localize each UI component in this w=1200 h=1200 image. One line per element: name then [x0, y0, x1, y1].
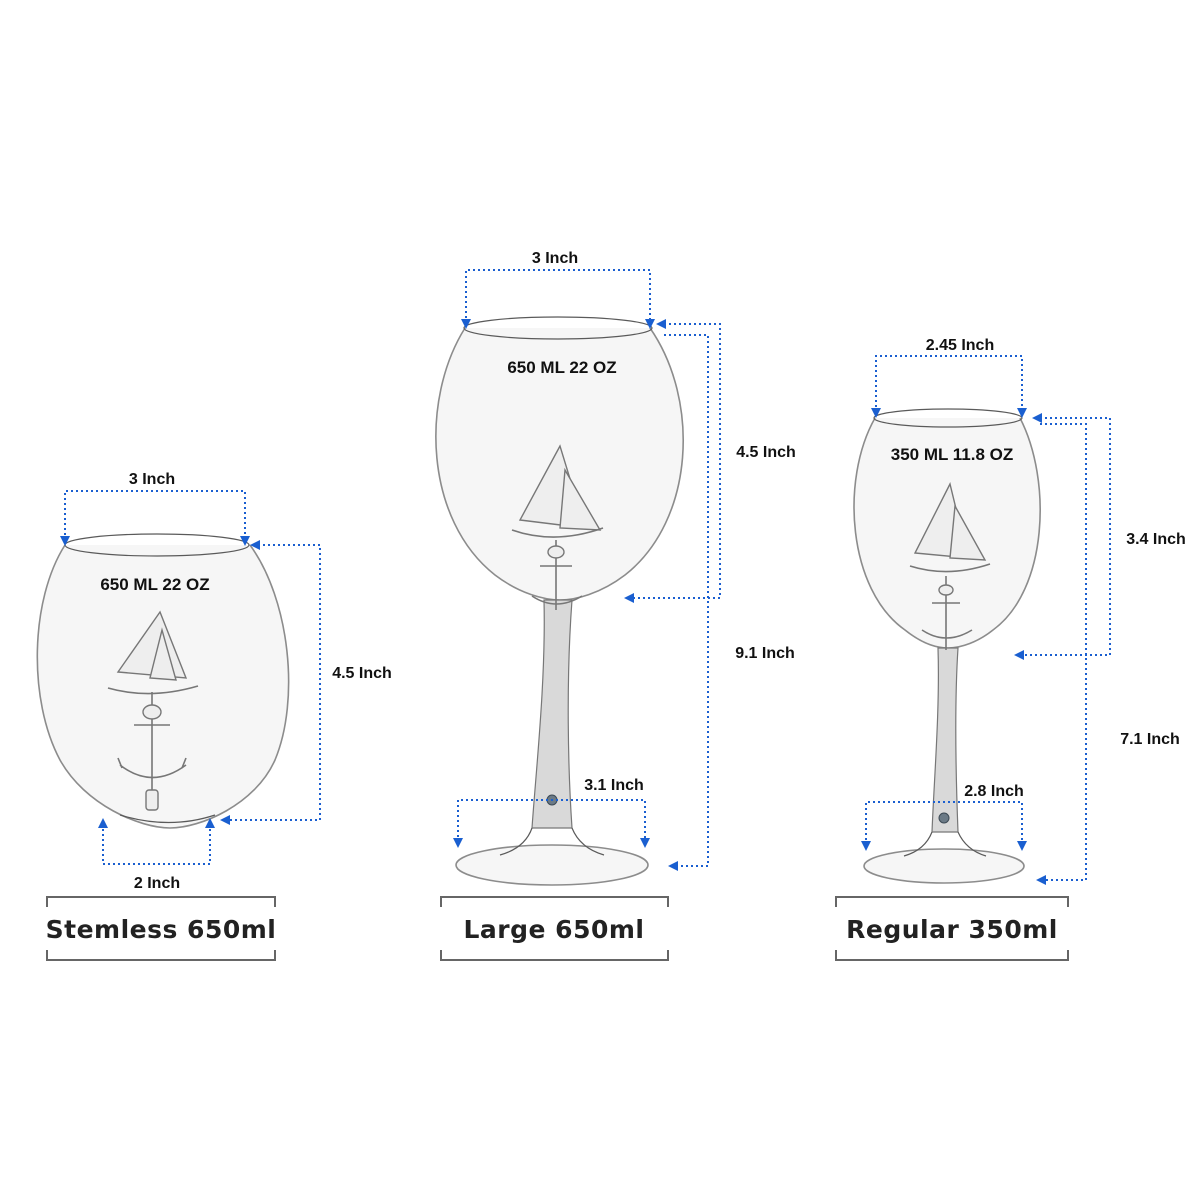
sailboat-anchor-ornament: [107, 610, 199, 811]
large-glass-rim: [463, 316, 653, 340]
large-capacity: 650 ML 22 OZ: [507, 358, 616, 377]
label-stemless: Stemless 650ml: [46, 896, 277, 961]
label-regular-text: Regular 350ml: [846, 915, 1058, 944]
regular-glass-stem-bubble: [938, 812, 950, 824]
large-bowl-height: 4.5 Inch: [736, 444, 796, 461]
large-glass-stem: [531, 599, 573, 829]
stemless-top-width: 3 Inch: [129, 471, 175, 488]
label-stemless-text: Stemless 650ml: [46, 915, 277, 944]
large-glass-base: [455, 844, 649, 886]
stemless-bottom-width: 2 Inch: [134, 875, 180, 892]
regular-top-width: 2.45 Inch: [926, 337, 994, 354]
large-base-width: 3.1 Inch: [584, 777, 644, 794]
label-regular: Regular 350ml: [835, 896, 1069, 961]
large-dimensions: [453, 269, 721, 871]
stemless-glass-outline: [36, 544, 290, 829]
sailboat-anchor-ornament: [511, 444, 604, 610]
large-total-height: 9.1 Inch: [735, 645, 795, 662]
label-large: Large 650ml: [440, 896, 669, 961]
regular-total-height: 7.1 Inch: [1120, 731, 1180, 748]
stemless-capacity: 650 ML 22 OZ: [100, 575, 209, 594]
regular-dimensions: [861, 355, 1111, 885]
label-large-text: Large 650ml: [464, 915, 645, 944]
regular-glass-stem: [931, 647, 959, 833]
sailboat-anchor-ornament: [909, 481, 991, 650]
regular-base-width: 2.8 Inch: [964, 783, 1024, 800]
regular-glass: [853, 408, 1041, 884]
stemless-dimensions: [60, 490, 321, 865]
stemless-glass: [36, 533, 290, 829]
stemless-height: 4.5 Inch: [332, 665, 392, 682]
regular-bowl-height: 3.4 Inch: [1126, 531, 1186, 548]
large-top-width: 3 Inch: [532, 250, 578, 267]
regular-glass-base: [863, 848, 1025, 884]
regular-capacity: 350 ML 11.8 OZ: [891, 445, 1014, 464]
large-glass: [435, 316, 684, 886]
